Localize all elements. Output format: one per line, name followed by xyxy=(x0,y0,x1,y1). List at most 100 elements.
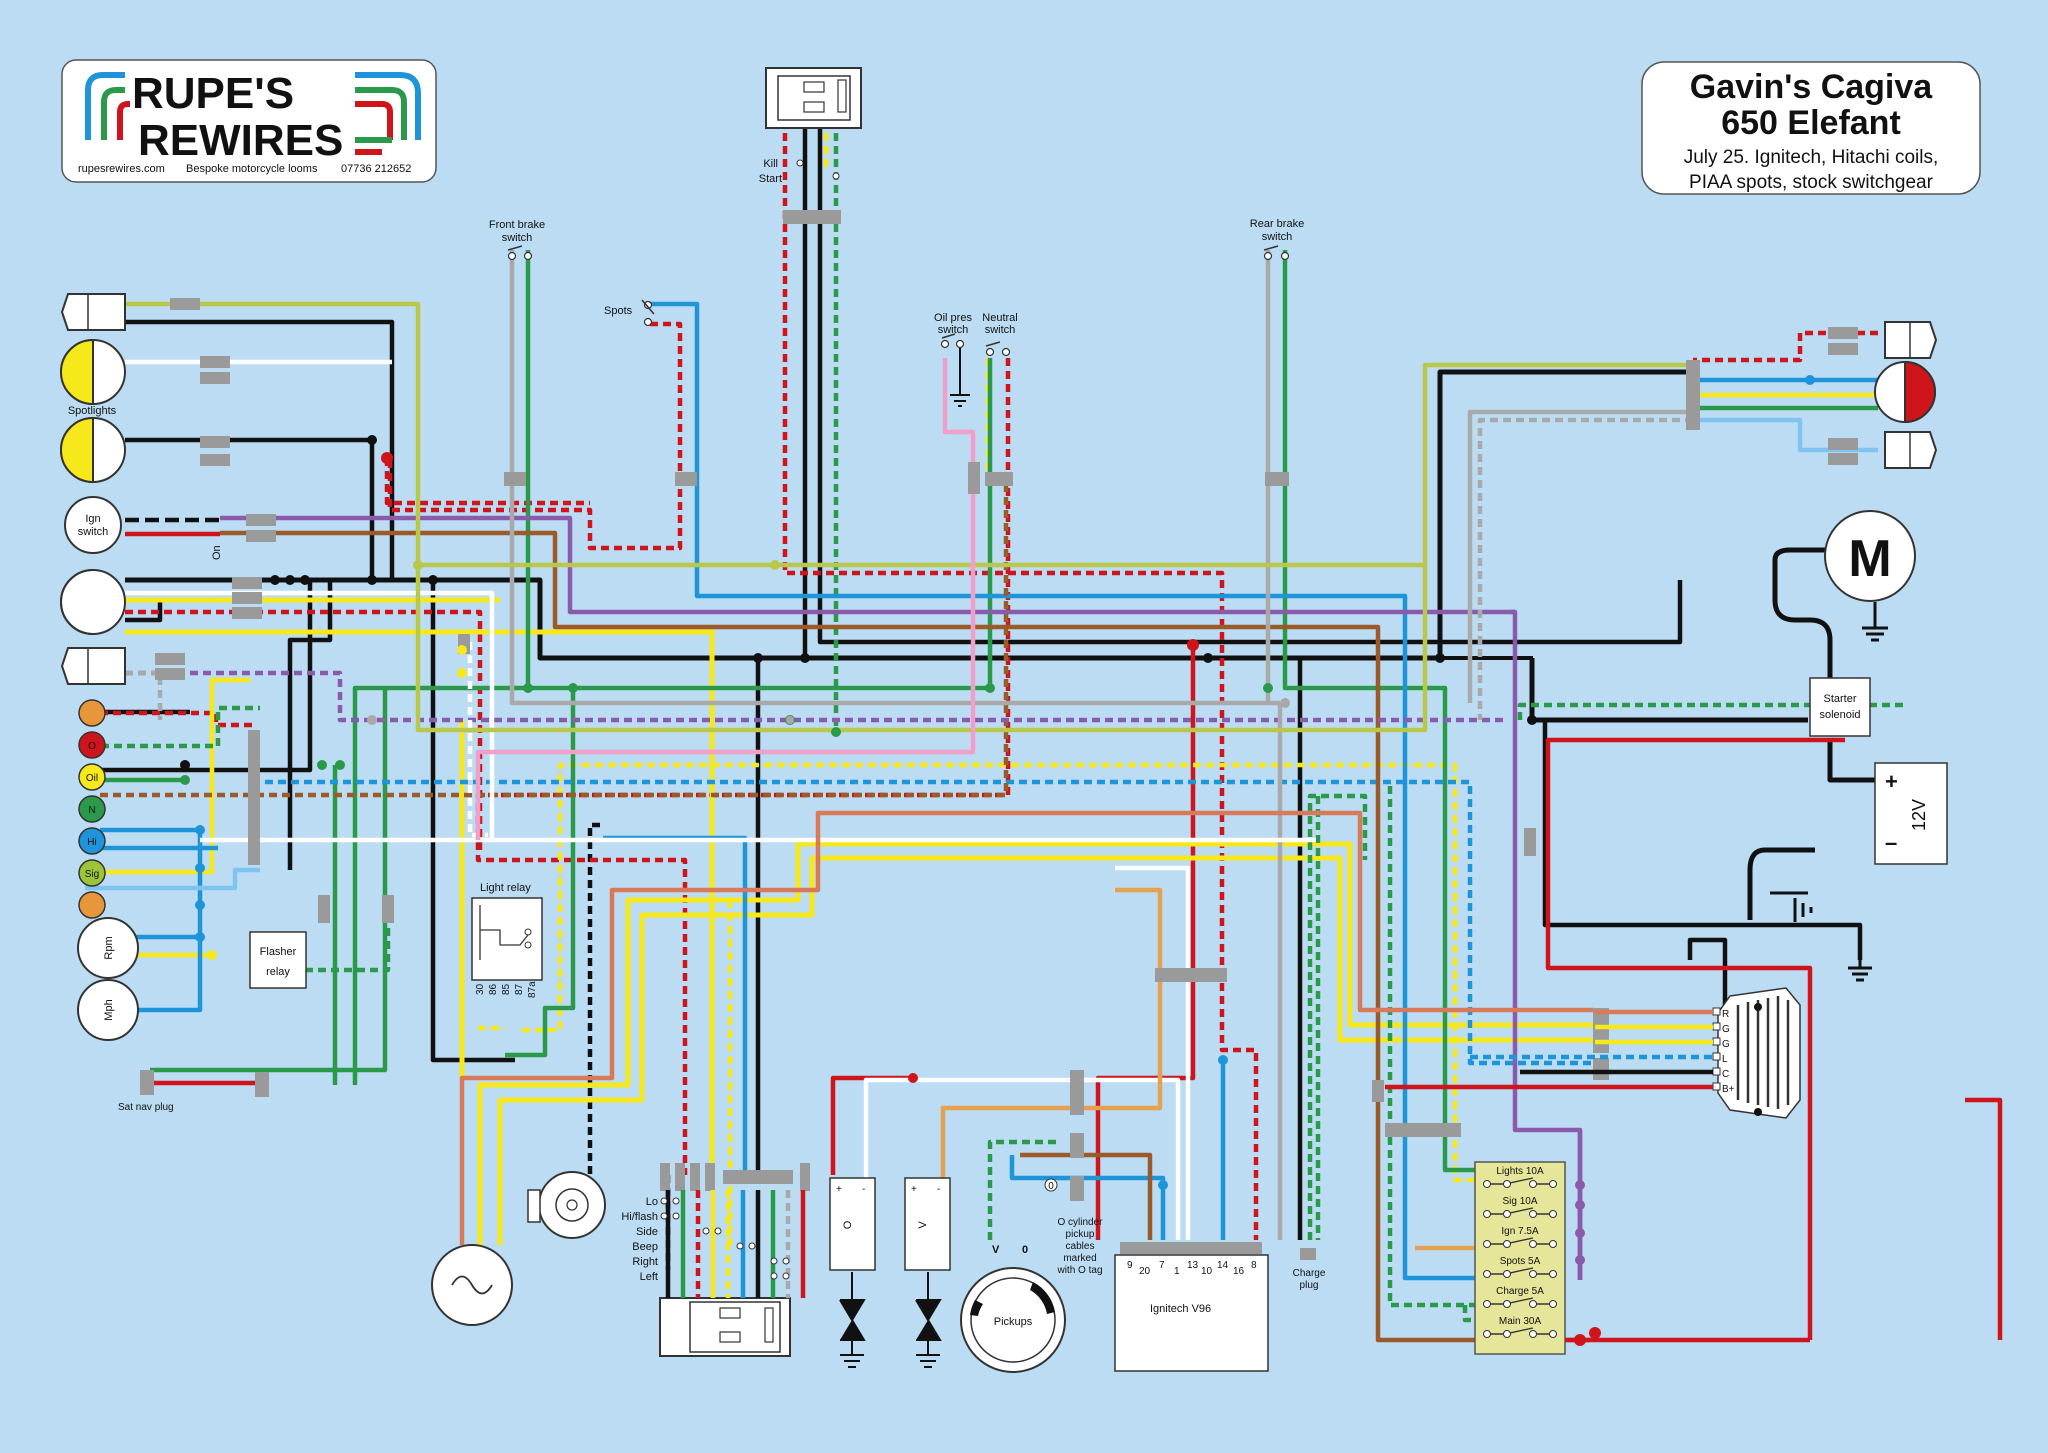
spotlight-2 xyxy=(60,416,126,484)
pickups-label: Pickups xyxy=(994,1316,1033,1328)
relay-pin-86: 86 xyxy=(488,983,499,995)
wire-red-spots-dash xyxy=(387,321,683,551)
start-label: Start xyxy=(759,173,782,185)
junction xyxy=(180,760,190,770)
front-brake-label-2: switch xyxy=(502,232,533,244)
starter-solenoid: Starter solenoid xyxy=(1809,677,1871,737)
wire-brown-main xyxy=(220,530,1590,1343)
fuse-label: Charge 5A xyxy=(1496,1286,1544,1297)
connector xyxy=(1828,327,1858,339)
wire-lightblue-dash xyxy=(85,867,260,891)
title-line3: July 25. Ignitech, Hitachi coils, xyxy=(1684,147,1939,168)
reg-pin-c: C xyxy=(1722,1069,1729,1080)
junction xyxy=(1203,653,1213,663)
pickup-v-tag: V xyxy=(992,1244,1000,1256)
fuse-label: Ign 7.5A xyxy=(1501,1226,1539,1237)
relay-pin-85: 85 xyxy=(501,983,512,995)
fuse-row: Charge 5A xyxy=(1483,1286,1557,1308)
junction xyxy=(1574,1334,1586,1346)
wire-brown-pickup xyxy=(1020,1152,1153,1240)
wire-green-coil xyxy=(1307,793,1368,1240)
junction xyxy=(367,715,377,725)
svg-text:cables: cables xyxy=(1066,1241,1095,1252)
o-tag-marker-label: 0 xyxy=(1048,1181,1054,1192)
solenoid-label-2: solenoid xyxy=(1820,709,1861,721)
coil-o: + - O xyxy=(829,1177,876,1368)
wire-grey-tail2 xyxy=(1477,417,1693,720)
fuse-terminal xyxy=(1483,1300,1491,1308)
mph-gauge: Mph xyxy=(77,979,139,1041)
fuse-terminal xyxy=(1483,1210,1491,1218)
motor-label: M xyxy=(1848,530,1891,588)
connector xyxy=(170,298,200,310)
svg-text:pickup: pickup xyxy=(1066,1229,1095,1240)
connector xyxy=(246,514,276,526)
junction xyxy=(1575,1180,1585,1190)
connector xyxy=(1372,1080,1384,1102)
svg-text:10: 10 xyxy=(1201,1266,1213,1277)
fuse-terminal xyxy=(1483,1240,1491,1248)
tail-light xyxy=(1874,360,1936,424)
fuse-row: Spots 5A xyxy=(1483,1256,1557,1278)
wire-black-kill2 xyxy=(817,120,1683,645)
fuse-terminal xyxy=(1503,1180,1511,1188)
warning-lamp-signal xyxy=(78,859,106,887)
fuse-row: Lights 10A xyxy=(1483,1166,1557,1188)
junction xyxy=(1263,683,1273,693)
junction xyxy=(1435,653,1445,663)
connector xyxy=(200,372,230,384)
light-relay: Light relay 30 86 85 87 87a xyxy=(471,882,543,998)
fuse-label: Spots 5A xyxy=(1500,1256,1541,1267)
junction xyxy=(786,716,794,724)
connector xyxy=(1828,438,1858,450)
warning-lamp-orange xyxy=(78,699,106,727)
starter-motor: M xyxy=(1824,510,1916,642)
junction xyxy=(800,653,810,663)
neutral-label-1: Neutral xyxy=(982,312,1017,324)
wire-green-right xyxy=(1462,1305,1480,1323)
junction xyxy=(180,775,190,785)
svg-text:-: - xyxy=(937,1184,940,1195)
junction xyxy=(207,950,217,960)
svg-text:13: 13 xyxy=(1187,1260,1199,1271)
connector xyxy=(504,472,526,486)
neutral-switch: Neutral switch xyxy=(982,312,1018,357)
junction xyxy=(753,653,763,663)
ign-switch-label-2: switch xyxy=(78,526,109,538)
wire-blue-dash xyxy=(252,779,1595,1066)
junction xyxy=(335,760,345,770)
rear-brake-label-1: Rear brake xyxy=(1250,218,1304,230)
junction xyxy=(1527,715,1537,725)
connector xyxy=(140,1070,154,1095)
wire-black-main-2 xyxy=(1437,369,1693,658)
wire-blue-hi xyxy=(85,827,203,1013)
wire-red-kill-dash xyxy=(782,120,1259,1240)
spotlight-1 xyxy=(60,338,126,406)
on-label: On xyxy=(211,545,223,560)
ignitech-label: Ignitech V96 xyxy=(1150,1303,1211,1315)
fuse-terminal xyxy=(1483,1330,1491,1338)
left-switchgear xyxy=(659,1297,791,1357)
junction xyxy=(770,560,780,570)
rpm-gauge: Rpm xyxy=(77,917,139,979)
junction xyxy=(195,825,205,835)
wire-yellow-dash xyxy=(522,762,1485,1183)
fuse-terminal xyxy=(1529,1240,1537,1248)
fuse-terminal xyxy=(1483,1180,1491,1188)
junction xyxy=(1187,639,1199,651)
ignition-switch: Ign switch xyxy=(64,496,122,554)
junction-layer xyxy=(180,375,1815,1346)
brand-phone: 07736 212652 xyxy=(341,163,411,175)
fuse-terminal xyxy=(1529,1300,1537,1308)
svg-text:marked: marked xyxy=(1063,1253,1096,1264)
svg-text:9: 9 xyxy=(1127,1260,1133,1271)
wire-salmon-1 xyxy=(459,810,1595,1245)
rear-left-indicator xyxy=(1884,321,1938,359)
wire-white-ign xyxy=(863,1077,1181,1270)
switchgear-wires xyxy=(665,1190,806,1298)
ign-switch-label-1: Ign xyxy=(85,513,100,525)
connector xyxy=(660,1163,670,1191)
brand-line2: REWIRES xyxy=(138,116,343,165)
spots-switch: Spots xyxy=(604,299,655,327)
